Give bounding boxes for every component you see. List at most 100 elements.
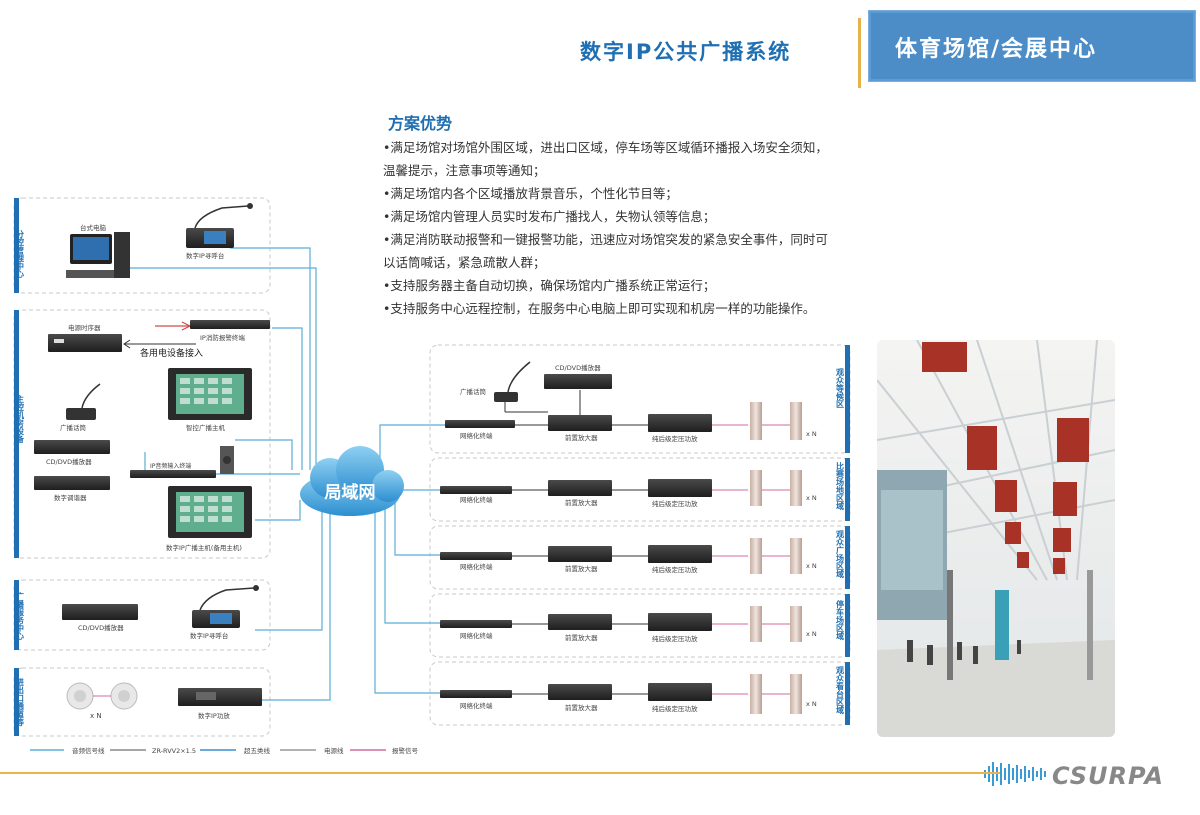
equipment-access-arrow (123, 339, 196, 349)
advantages-title: 方案优势 (388, 114, 453, 133)
zone-row-2 (440, 470, 802, 506)
cd-dvd-label: CD/DVD播放器 (46, 457, 92, 466)
net-terminal-icon (440, 486, 512, 494)
net-terminal-icon (440, 620, 512, 628)
zone-label-right: 观众看台区域 (835, 666, 845, 715)
xn-label: x N (806, 562, 817, 570)
fire-alarm-label: IP消防报警终端 (200, 333, 245, 342)
alarm-cable (155, 321, 192, 331)
desktop-pc-label: 台式电脑 (80, 223, 107, 232)
venue-photo (877, 340, 1115, 737)
zone-label-left: 进出口通道等 (16, 677, 25, 727)
column-speaker-icon (750, 606, 762, 642)
brand-wave-icon (984, 762, 1046, 786)
ceiling-speaker-icon (66, 682, 138, 710)
advantage-item: 以话筒喊话，紧急疏散人群； (383, 255, 546, 270)
preamp-label: 前置放大器 (565, 633, 598, 642)
fire-alarm-terminal-icon (190, 320, 270, 329)
xn-label: x N (806, 494, 817, 502)
ip-amplifier-icon (178, 688, 262, 706)
broadcast-mic-label: 广播话筒 (60, 423, 87, 432)
column-speaker-icon (750, 674, 762, 714)
net-terminal-label: 网络化终端 (460, 562, 493, 571)
venue-photo-illustration (877, 340, 1115, 737)
desktop-computer-icon (66, 232, 130, 278)
column-speaker-icon (750, 470, 762, 506)
main-host-label: 智控广播主机 (186, 423, 226, 432)
legend-item: 报警信号 (392, 746, 419, 755)
zone-cd-player-icon (544, 374, 612, 389)
ip-paging-station-icon (186, 203, 253, 248)
net-terminal-icon (445, 420, 515, 428)
advantage-item: •支持服务器主备自动切换，确保场馆内广播系统正常运行； (383, 278, 716, 293)
power-amp-label: 纯后级定压功放 (652, 434, 698, 443)
zone-mic-label: 广播话筒 (460, 387, 487, 396)
cd-dvd-label-2: CD/DVD播放器 (78, 623, 124, 632)
main-host-icon (168, 368, 252, 420)
zone-label-left: 广播服务中心 (15, 591, 25, 641)
zone-label-right: 观众等候区 (835, 368, 845, 409)
tuner-label: 数字调谐器 (54, 493, 87, 502)
legend: 音频信号线 ZR-RVV2×1.5 超五类线 电源线 报警信号 (30, 746, 419, 755)
zone-label-right: 停车场区域 (836, 599, 845, 641)
preamp-label: 前置放大器 (565, 703, 598, 712)
power-sequencer-label: 电源时序器 (68, 323, 101, 332)
power-amp-icon (648, 613, 712, 631)
column-speaker-icon (790, 606, 802, 642)
cd-dvd-player-icon (34, 440, 110, 454)
ip-paging-label-2: 数字IP寻呼台 (190, 631, 228, 640)
net-terminal-label: 网络化终端 (460, 631, 493, 640)
power-amp-label: 纯后级定压功放 (652, 634, 698, 643)
right-zone-frames (429, 344, 851, 726)
power-amp-icon (648, 479, 712, 497)
preamp-icon (548, 415, 612, 431)
xn-label: x N (806, 630, 817, 638)
title-divider (858, 18, 861, 88)
advantage-item: •支持服务中心远程控制，在服务中心电脑上即可实现和机房一样的功能操作。 (383, 301, 816, 316)
power-amp-icon (648, 683, 712, 701)
power-amp-icon (648, 414, 712, 432)
column-speaker-icon (790, 470, 802, 506)
preamp-label: 前置放大器 (565, 564, 598, 573)
subtitle-text: 体育场馆/会展中心 (895, 37, 1098, 62)
zone-row-3 (440, 538, 802, 574)
broadcast-mic-icon (66, 383, 101, 420)
zone-signal-lines (504, 390, 648, 695)
speaker-lines (712, 424, 748, 695)
power-sequencer-icon (48, 334, 122, 352)
ceiling-xn-label: x N (90, 712, 102, 720)
power-amp-icon (648, 545, 712, 563)
equipment-access-label: 各用电设备接入 (140, 347, 203, 359)
net-terminal-label: 网络化终端 (460, 495, 493, 504)
ip-audio-input-terminal-icon (130, 470, 216, 478)
zone-row-4 (440, 606, 802, 642)
cd-dvd-player-icon (62, 604, 138, 620)
subtitle-banner: 体育场馆/会展中心 (868, 10, 1196, 82)
net-terminal-icon (440, 552, 512, 560)
column-speaker-icon (790, 674, 802, 714)
preamp-icon (548, 684, 612, 700)
ip-audio-input-label: IP音频输入终端 (150, 462, 191, 470)
digital-tuner-icon (34, 476, 110, 490)
ip-amp-label: 数字IP功放 (198, 711, 230, 720)
ip-paging-label: 数字IP寻呼台 (186, 251, 224, 260)
advantage-item: •满足消防联动报警和一键报警功能，迅速应对场馆突发的紧急安全事件，同时可 (383, 232, 828, 247)
zone-label-left: 主控机房设备 (15, 394, 25, 444)
backup-host-label: 数字IP广播主机(备用主机) (166, 543, 242, 552)
zone-label-left: 分控管理中心 (16, 229, 25, 279)
ip-paging-station-icon (192, 585, 259, 628)
legend-item: ZR-RVV2×1.5 (152, 747, 196, 755)
legend-item: 超五类线 (244, 746, 271, 755)
brand-logo: CSURPA (1052, 762, 1164, 790)
power-amp-label: 纯后级定压功放 (652, 704, 698, 713)
power-amp-label: 纯后级定压功放 (652, 565, 698, 574)
net-terminal-icon (440, 690, 512, 698)
legend-item: 电源线 (324, 746, 344, 755)
legend-item: 音频信号线 (72, 746, 105, 755)
backup-host-icon (168, 486, 252, 538)
advantage-item: •满足场馆对场馆外围区域，进出口区域，停车场等区域循环播报入场安全须知， (383, 140, 828, 155)
preamp-icon (548, 614, 612, 630)
preamp-label: 前置放大器 (565, 498, 598, 507)
preamp-icon (548, 546, 612, 562)
